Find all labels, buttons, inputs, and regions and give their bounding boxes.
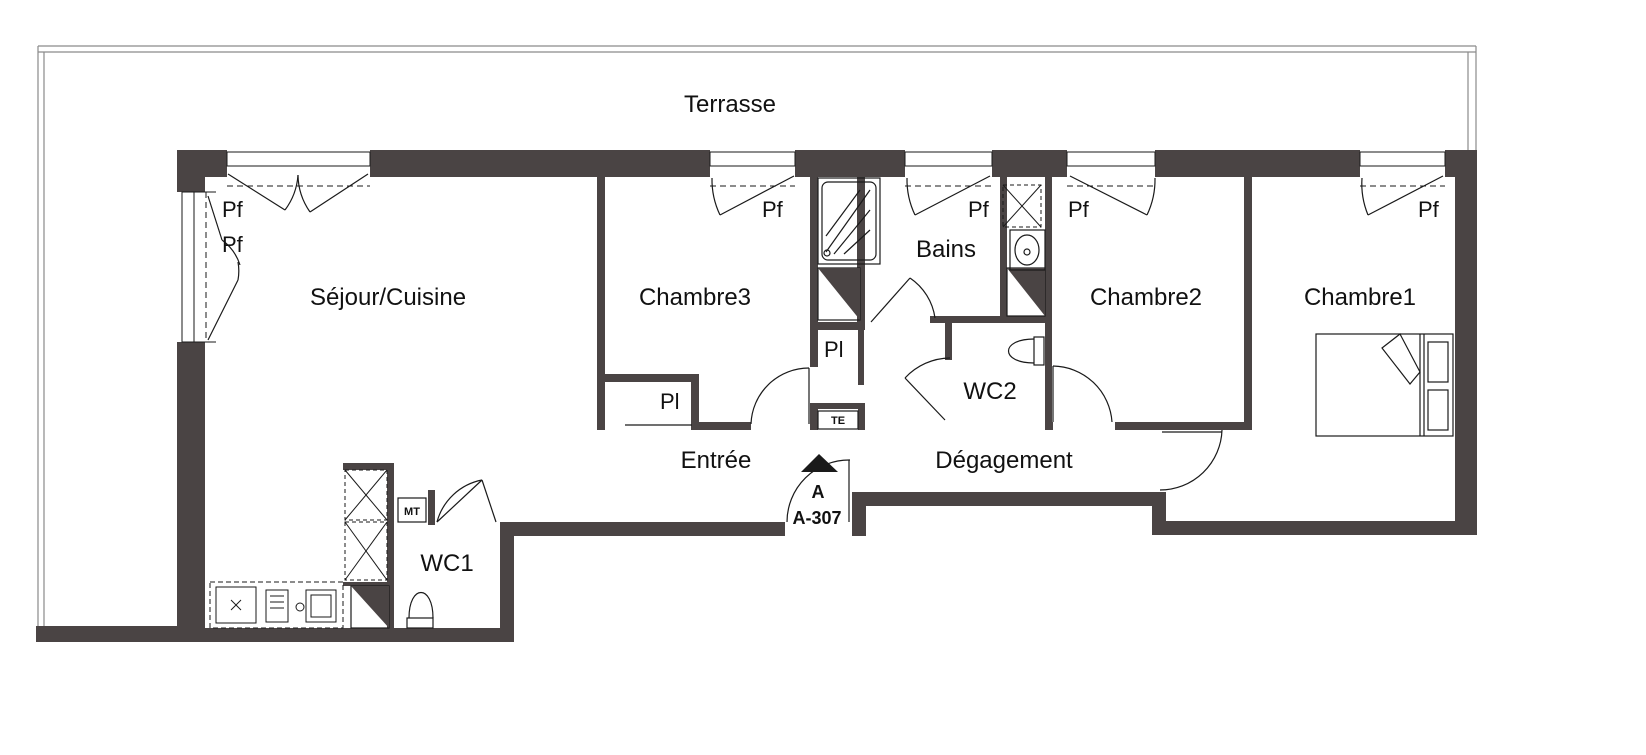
kitchen-counter: [209, 581, 344, 629]
pf-label: Pf: [1068, 197, 1090, 222]
wc1-label: WC1: [420, 550, 473, 577]
shower-icon: [817, 177, 881, 265]
bedroom-3-label: Chambre3: [639, 284, 751, 311]
bedroom-1-label: Chambre1: [1304, 284, 1416, 311]
pf-label: Pf: [222, 232, 244, 257]
appliance-boxes: [344, 184, 1042, 581]
wc2-label: WC2: [963, 378, 1016, 405]
toilet-icon: [406, 336, 1045, 629]
bathroom-label: Bains: [916, 236, 976, 263]
shaft-icon: [350, 267, 1046, 629]
bed-icon: [1315, 333, 1454, 437]
terrace-label: Terrasse: [684, 91, 776, 118]
te-label: TE: [831, 415, 845, 427]
door-swings: [207, 173, 1444, 523]
pf-label: Pf: [968, 197, 990, 222]
mt-label: MT: [404, 506, 420, 518]
pf-label: Pf: [762, 197, 784, 222]
closet-label: Pl: [824, 337, 844, 362]
exterior-walls: [177, 150, 1477, 642]
entrance-label: Entrée: [681, 447, 752, 474]
hallway-label: Dégagement: [935, 447, 1073, 474]
living-kitchen-label: Séjour/Cuisine: [310, 284, 466, 311]
unit-number: A-307: [792, 508, 841, 528]
interior-walls: [343, 177, 1252, 628]
window-frames: [181, 151, 1446, 343]
utility-boxes: [397, 410, 859, 523]
entry-marker-icon: [801, 454, 838, 472]
terrace-outline: [37, 45, 1477, 632]
pf-label: Pf: [1418, 197, 1440, 222]
closet-label: Pl: [660, 389, 680, 414]
washbasin-icon: [1009, 229, 1046, 271]
pf-label: Pf: [222, 197, 244, 222]
terrace-bottom-wall: [36, 626, 186, 642]
entry-marker-letter: A: [812, 482, 825, 502]
bedroom-2-label: Chambre2: [1090, 284, 1202, 311]
